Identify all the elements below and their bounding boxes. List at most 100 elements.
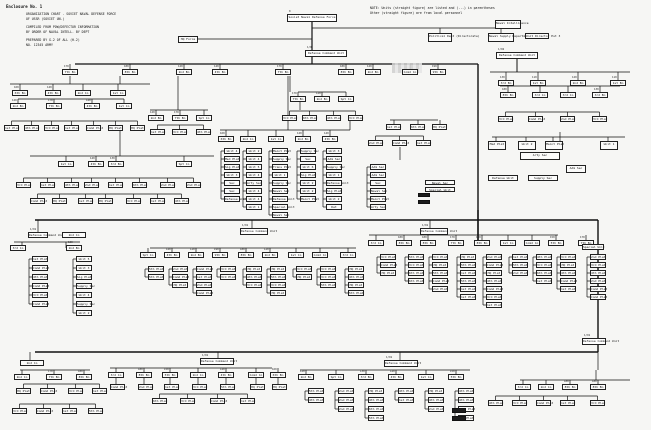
org-unit-box: Unit 5 [76,256,92,262]
org-unit-code: 190 [214,247,219,251]
org-unit-box: 1st Plat [460,294,476,300]
org-unit-box: Spt Co [328,374,344,380]
org-unit-box: HQ Plat [348,266,364,272]
org-unit-box: 1st Plat [560,400,575,406]
org-unit-box: 3rd Plat [320,266,336,272]
org-unit-label: Unit 6 [302,165,314,170]
org-unit-code: 0 [289,9,291,13]
org-unit-label: 4th Bn [166,253,178,258]
org-unit-label: 4th Plat [247,275,262,280]
org-unit-box: Arty Sec [520,152,560,160]
org-unit-label: 4th Plat [429,398,444,403]
org-unit-label: 7th Bn [64,70,76,75]
org-unit-label: 6th Plat [303,116,318,121]
org-unit-box: 3rd Plat [348,115,363,121]
org-unit-label: 2nd Plat [139,385,154,390]
org-unit-label: 3rd Plat [221,275,236,280]
org-unit-label: HQ Plat [433,263,447,268]
org-unit-label: Supply Sec [301,149,320,154]
org-unit-box: HQ Plat [16,388,31,394]
org-unit-box: 5th Plat [88,408,103,414]
org-unit-box: 1st Plat [460,270,476,276]
org-unit-label: HQ Plat [381,271,395,276]
org-unit-code: 150 [550,235,555,239]
org-unit-label: Naval Intelligence [496,21,529,26]
org-unit-label: 3rd Plat [127,199,142,204]
org-unit-label: 2nd Co [77,91,89,96]
org-unit-label: 4th Plat [537,255,552,260]
org-unit-label: 1st Co [420,375,432,380]
org-unit-box: Sig Plat [300,172,316,178]
org-unit-label: Trans Plat [273,165,292,170]
org-unit-code: 180 [422,235,427,239]
org-unit-label: 6th Bn [14,91,26,96]
org-unit-label: HQ Plat [429,389,443,394]
org-unit-box: 1st Plat [416,140,431,146]
org-unit-box: Supply Sec [300,148,320,154]
org-unit-label: 3rd Plat [297,267,312,272]
org-unit-label: 4th Plat [25,126,40,131]
org-unit-box: HQ Plat [246,266,262,272]
org-unit-box: 2nd Plat [590,278,606,284]
org-unit-box: 3rd Plat [246,282,262,288]
org-unit-box: 6th Plat [368,406,384,412]
org-unit-label: 1st Plat [387,125,402,130]
org-unit-label: Unit 2 [521,142,533,147]
org-unit-box: Comd Plat [486,262,503,268]
org-unit-box: Comd Plat [30,198,47,204]
org-unit-label: 3rd Bn [594,93,606,98]
org-unit-box: 2nd Co [62,232,86,238]
org-unit-box: Unit 2 [326,196,342,202]
org-unit-label: 5th Bn [450,375,462,380]
org-unit-code: 180 [138,367,143,371]
org-unit-box: Special Unit [582,244,605,250]
org-unit-box: 3rd Plat [590,400,605,406]
org-unit-label: 2nd Bn [150,116,162,121]
org-unit-code: 130 [500,75,505,79]
org-unit-label: Arty Sec [532,153,548,158]
org-unit-box: Spt Co [176,161,192,167]
org-unit-label: 8th Bn [398,241,410,246]
title-line: NO. 12345 ARMY [26,43,53,47]
org-unit-label: 2nd Bn [190,253,202,258]
org-unit-box: Comd Plat [32,301,49,307]
org-unit-box: Sig Plat [76,274,92,280]
org-unit-label: 1st Plat [151,199,166,204]
org-unit-box: 1st Co [110,90,126,96]
org-unit-box: 4th Plat [326,115,341,121]
org-unit-label: 1st Plat [5,126,20,131]
org-unit-label: Unit 2 [78,311,90,316]
org-unit-label: 2nd Co [242,137,254,142]
org-unit-box: Comd Plat [32,283,49,289]
org-unit-label: 1st Co [270,137,282,142]
org-unit-label: 4th Plat [459,389,474,394]
org-unit-box: 1st Plat [386,124,401,130]
org-unit-label: 4th Bn [214,70,226,75]
org-unit-label: HQ Plat [273,385,286,390]
org-unit-label: Supply Sec [273,181,292,186]
org-unit-box: Det [326,204,342,210]
org-unit-code: 120 [12,98,17,102]
org-unit-label: 2nd Bn [178,70,190,75]
org-unit-label: 6th Plat [153,399,168,404]
org-unit-code: 120 [300,369,305,373]
org-unit-code: 140 [86,98,91,102]
org-unit-label: Defense Unit [492,176,514,181]
org-unit-label: Unit 1 [603,142,615,147]
org-unit-code: 140 [214,64,219,68]
title-line: OF USSR (SOVIET UN.) [26,17,65,21]
org-unit-label: 5th Plat [149,267,164,272]
org-unit-code: 170 [450,235,455,239]
org-unit-box: HQ Plat [428,388,444,394]
org-unit-box: Naval Intelligence [495,20,529,29]
org-unit-box: 1st Plat [486,302,502,308]
org-unit-box [418,193,430,197]
org-unit-label: Comd Plat [433,279,450,284]
org-unit-label: Unit 4 [248,189,260,194]
org-unit-code: 160 [14,85,19,89]
